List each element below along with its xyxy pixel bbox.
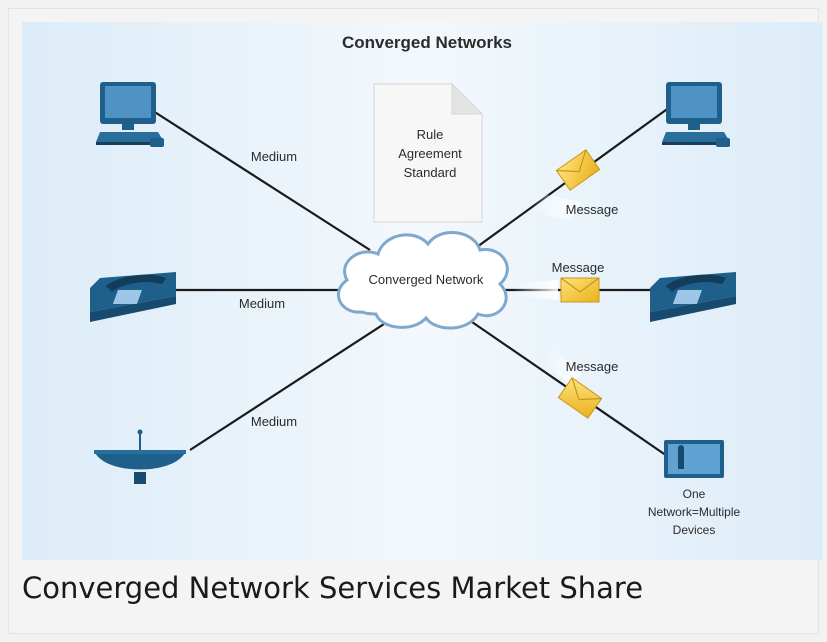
telephone-icon-right: [650, 272, 736, 322]
telephone-icon-left: [90, 272, 176, 322]
link-line-dish-left: [189, 323, 385, 451]
computer-icon-left: [96, 82, 164, 147]
document-line-3: Standard: [404, 165, 457, 180]
right-link-label-1: Message: [566, 202, 619, 217]
tv-caption-line-3: Devices: [673, 523, 716, 537]
tv-caption-line-2: Network=Multiple: [648, 505, 741, 519]
television-icon: [664, 440, 724, 478]
diagram-title: Converged Networks: [342, 33, 512, 52]
link-line-computer-left: [149, 108, 371, 251]
rule-document: Rule Agreement Standard: [373, 82, 484, 223]
computer-icon-right: [662, 82, 730, 147]
cloud-icon: Converged Network: [336, 231, 509, 330]
envelope-icon-bottom: [542, 348, 603, 419]
figure-caption: Converged Network Services Market Share: [22, 571, 644, 605]
envelope-icon-top: [530, 149, 601, 220]
document-line-2: Agreement: [398, 146, 462, 161]
converged-networks-diagram: Converged Networks Rule Agreement Standa…: [22, 22, 822, 560]
right-link-label-3: Message: [566, 359, 619, 374]
left-link-label-2: Medium: [239, 296, 285, 311]
left-link-label-1: Medium: [251, 149, 297, 164]
cloud-label: Converged Network: [369, 272, 484, 287]
tv-caption-line-1: One: [683, 487, 706, 501]
satellite-dish-icon: [94, 429, 186, 484]
envelope-icon-middle: [512, 277, 600, 303]
document-line-1: Rule: [417, 127, 444, 142]
left-link-label-3: Medium: [251, 414, 297, 429]
right-link-label-2: Message: [552, 260, 605, 275]
